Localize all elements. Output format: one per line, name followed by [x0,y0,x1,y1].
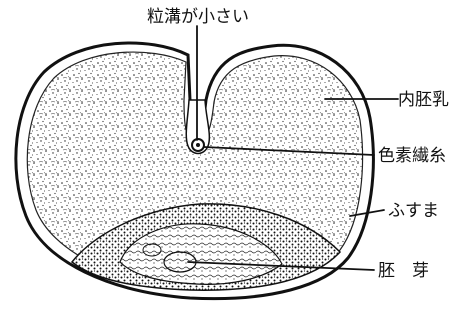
label-crease: 粒溝が小さい [147,7,249,27]
label-germ: 胚 芽 [378,261,429,281]
label-bran: ふすま [388,201,439,221]
label-endosperm: 内胚乳 [398,90,449,110]
label-pigment-strand: 色素繊糸 [378,146,446,166]
